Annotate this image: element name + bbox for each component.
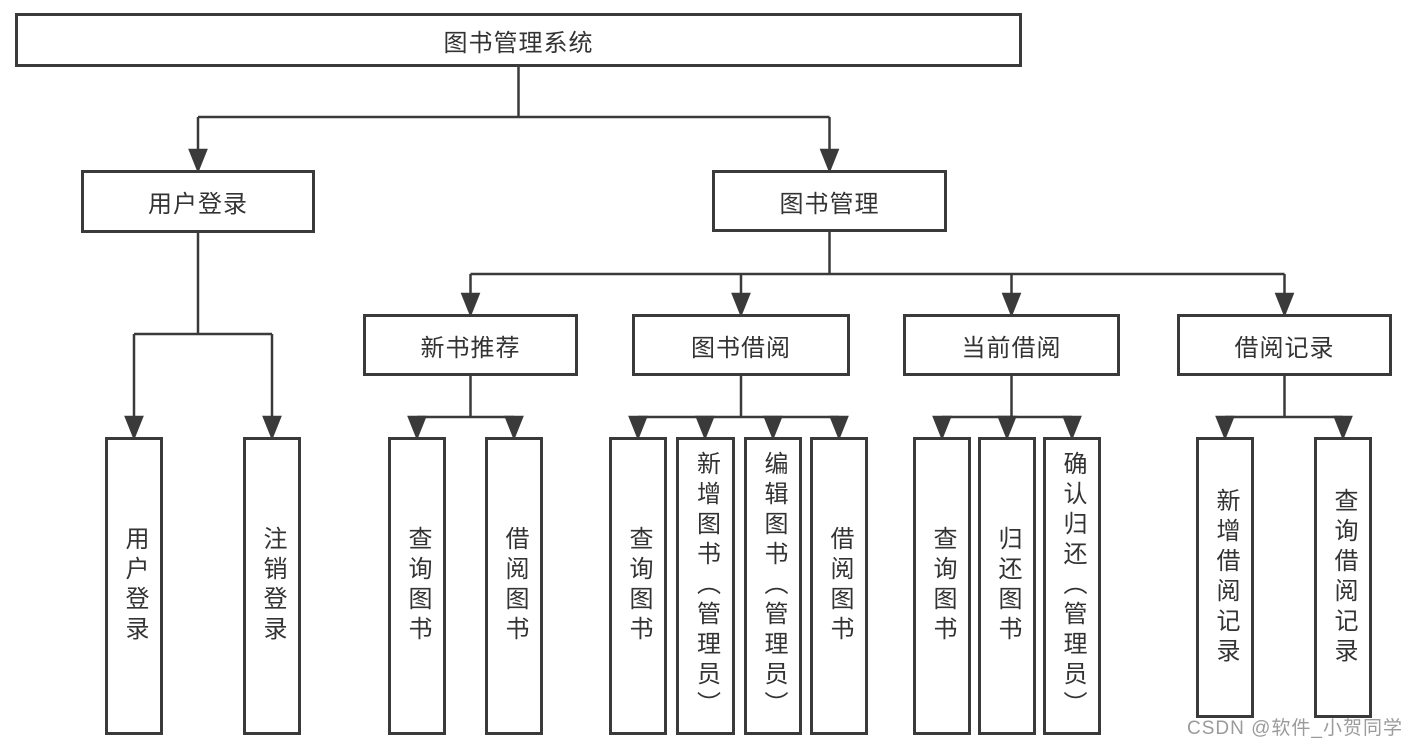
arrowhead (819, 148, 840, 174)
node-new-book-recommend: 新书推荐 (363, 314, 578, 376)
node-book-management: 图书管理 (712, 170, 947, 232)
leaf-current-confirm-return-admin: 确认归还（管理员） (1043, 437, 1101, 735)
leaf-records-add-record: 新增借阅记录 (1196, 437, 1254, 718)
edge-records-to-leaves (1215, 376, 1353, 441)
leaf-label: 查询图书 (929, 526, 956, 646)
leaf-current-query-books: 查询图书 (913, 437, 971, 735)
arrowhead (628, 415, 648, 441)
edge-userlogin-to-leaves (124, 233, 282, 441)
arrowhead (188, 148, 208, 174)
node-borrowing-records: 借阅记录 (1177, 314, 1392, 376)
edge-newrec-to-leaves (407, 376, 524, 441)
leaf-label: 注销登录 (259, 526, 286, 646)
leaf-label: 查询借阅记录 (1330, 487, 1357, 668)
arrowhead (407, 415, 427, 441)
leaf-label: 归还图书 (994, 526, 1021, 646)
arrowhead (731, 292, 751, 318)
leaf-label: 查询图书 (404, 526, 431, 646)
edge-bookmgmt-to-modules (460, 232, 1295, 318)
leaf-newrec-query-books: 查询图书 (388, 437, 446, 735)
leaf-user-login: 用户登录 (105, 437, 163, 735)
arrowhead (262, 415, 282, 441)
csdn-watermark: CSDN @软件_小贺同学 (1187, 718, 1403, 739)
arrowhead (1333, 415, 1353, 441)
node-book-borrowing: 图书借阅 (632, 314, 850, 376)
edge-borrow-to-leaves (628, 376, 849, 441)
leaf-newrec-borrow-books: 借阅图书 (485, 437, 543, 735)
leaf-borrow-add-books-admin: 新增图书（管理员） (676, 437, 735, 735)
node-user-login: 用户登录 (81, 170, 315, 233)
leaf-label: 确认归还（管理员） (1059, 451, 1086, 721)
leaf-logout: 注销登录 (243, 437, 301, 735)
leaf-label: 用户登录 (121, 526, 148, 646)
leaf-label: 新增图书（管理员） (692, 451, 720, 721)
leaf-borrow-borrow-books: 借阅图书 (810, 437, 868, 735)
arrowhead (1001, 292, 1022, 318)
arrowhead (460, 292, 481, 318)
arrowhead (504, 415, 524, 441)
leaf-borrow-query-books: 查询图书 (609, 437, 667, 735)
arrowhead (124, 415, 144, 441)
edge-root-to-branches (188, 67, 840, 174)
arrowhead (695, 415, 715, 441)
arrowhead (997, 415, 1017, 441)
arrowhead (932, 415, 952, 441)
arrowhead (829, 415, 849, 441)
leaf-label: 新增借阅记录 (1212, 487, 1239, 668)
leaf-label: 编辑图书（管理员） (760, 451, 787, 721)
leaf-borrow-edit-books-admin: 编辑图书（管理员） (744, 437, 802, 735)
leaf-records-query-record: 查询借阅记录 (1314, 437, 1372, 718)
arrowhead (1274, 292, 1295, 318)
leaf-current-return-books: 归还图书 (978, 437, 1036, 735)
edge-current-to-leaves (932, 376, 1082, 441)
node-current-borrowing: 当前借阅 (903, 314, 1120, 376)
arrowhead (763, 415, 783, 441)
leaf-label: 借阅图书 (826, 526, 853, 646)
node-root-library-system: 图书管理系统 (15, 13, 1022, 67)
arrowhead (1215, 415, 1235, 441)
leaf-label: 查询图书 (625, 526, 652, 646)
arrowhead (1062, 415, 1082, 441)
leaf-label: 借阅图书 (501, 526, 528, 646)
